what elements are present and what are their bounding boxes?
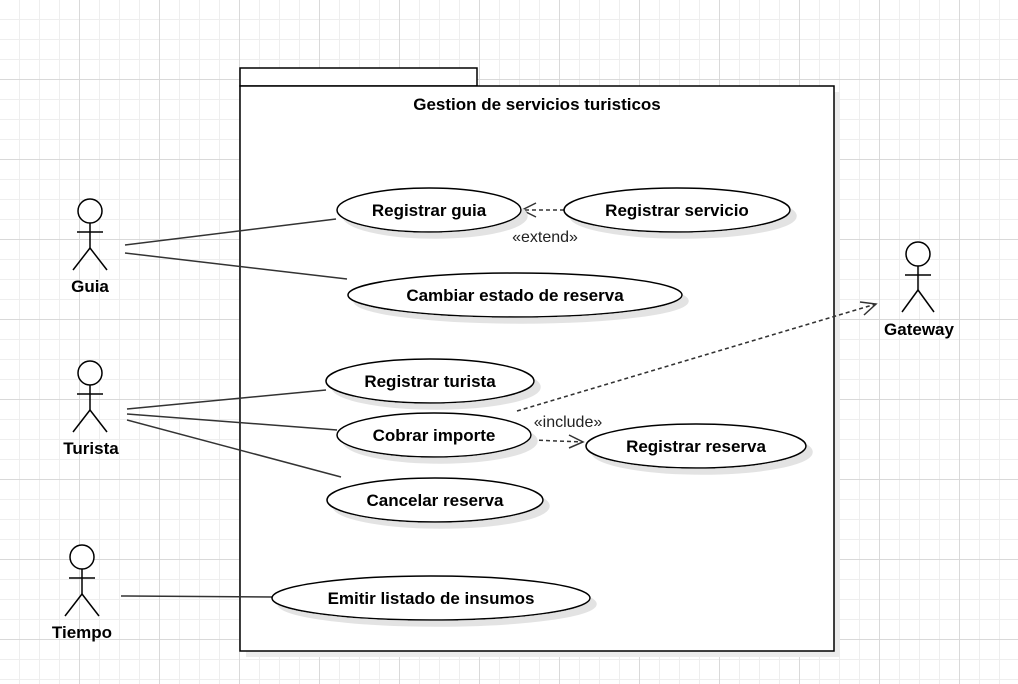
use-case-cobrar-importe[interactable]: Cobrar importe [336,412,532,458]
use-case-registrar-turista[interactable]: Registrar turista [325,358,535,404]
package-tab [239,67,478,87]
include-label: «include» [534,414,603,431]
actor-gateway[interactable] [901,241,935,313]
emitir-listado-label: Emitir listado de insumos [328,589,535,608]
use-case-registrar-reserva[interactable]: Registrar reserva [585,423,807,469]
associations [120,218,348,598]
actor-turista[interactable] [72,360,108,433]
use-case-cancelar-reserva[interactable]: Cancelar reserva [326,477,544,523]
actor-guia[interactable] [72,198,108,271]
actor-turista-head [77,360,103,386]
cambiar-estado-label: Cambiar estado de reserva [406,286,624,305]
cobrar-importe-label: Cobrar importe [373,426,496,445]
include-relation[interactable]: «include» [531,414,603,449]
assoc-guia-registrar-guia [124,218,337,246]
extend-label: «extend» [512,229,578,246]
registrar-guia-label: Registrar guia [372,201,487,220]
use-case-emitir-listado[interactable]: Emitir listado de insumos [271,575,591,621]
actor-guia-label: Guia [71,277,109,296]
use-case-cambiar-estado[interactable]: Cambiar estado de reserva [347,272,683,318]
gateway-dependency[interactable] [516,301,878,412]
package-body [239,85,835,652]
extend-relation[interactable]: «extend» [512,202,578,246]
actor-gateway-label: Gateway [884,320,954,339]
system-boundary[interactable]: Gestion de servicios turisticos [239,67,840,657]
registrar-turista-label: Registrar turista [364,372,496,391]
package-title: Gestion de servicios turisticos [413,95,661,114]
actor-tiempo-head [69,544,95,570]
use-case-registrar-guia[interactable]: Registrar guia [336,187,522,233]
use-case-registrar-servicio[interactable]: Registrar servicio [563,187,791,233]
assoc-guia-cambiar-estado [124,252,348,280]
actor-guia-head [77,198,103,224]
assoc-turista-cobrar-importe [126,413,338,431]
actor-gateway-head [905,241,931,267]
cancelar-reserva-label: Cancelar reserva [366,491,504,510]
actor-tiempo-label: Tiempo [52,623,112,642]
assoc-turista-cancelar-reserva [126,419,342,478]
registrar-reserva-label: Registrar reserva [626,437,766,456]
assoc-tiempo-emitir-listado [120,595,274,598]
actor-turista-label: Turista [63,439,119,458]
actor-tiempo[interactable] [64,544,100,617]
assoc-turista-registrar-turista [126,389,327,410]
registrar-servicio-label: Registrar servicio [605,201,749,220]
